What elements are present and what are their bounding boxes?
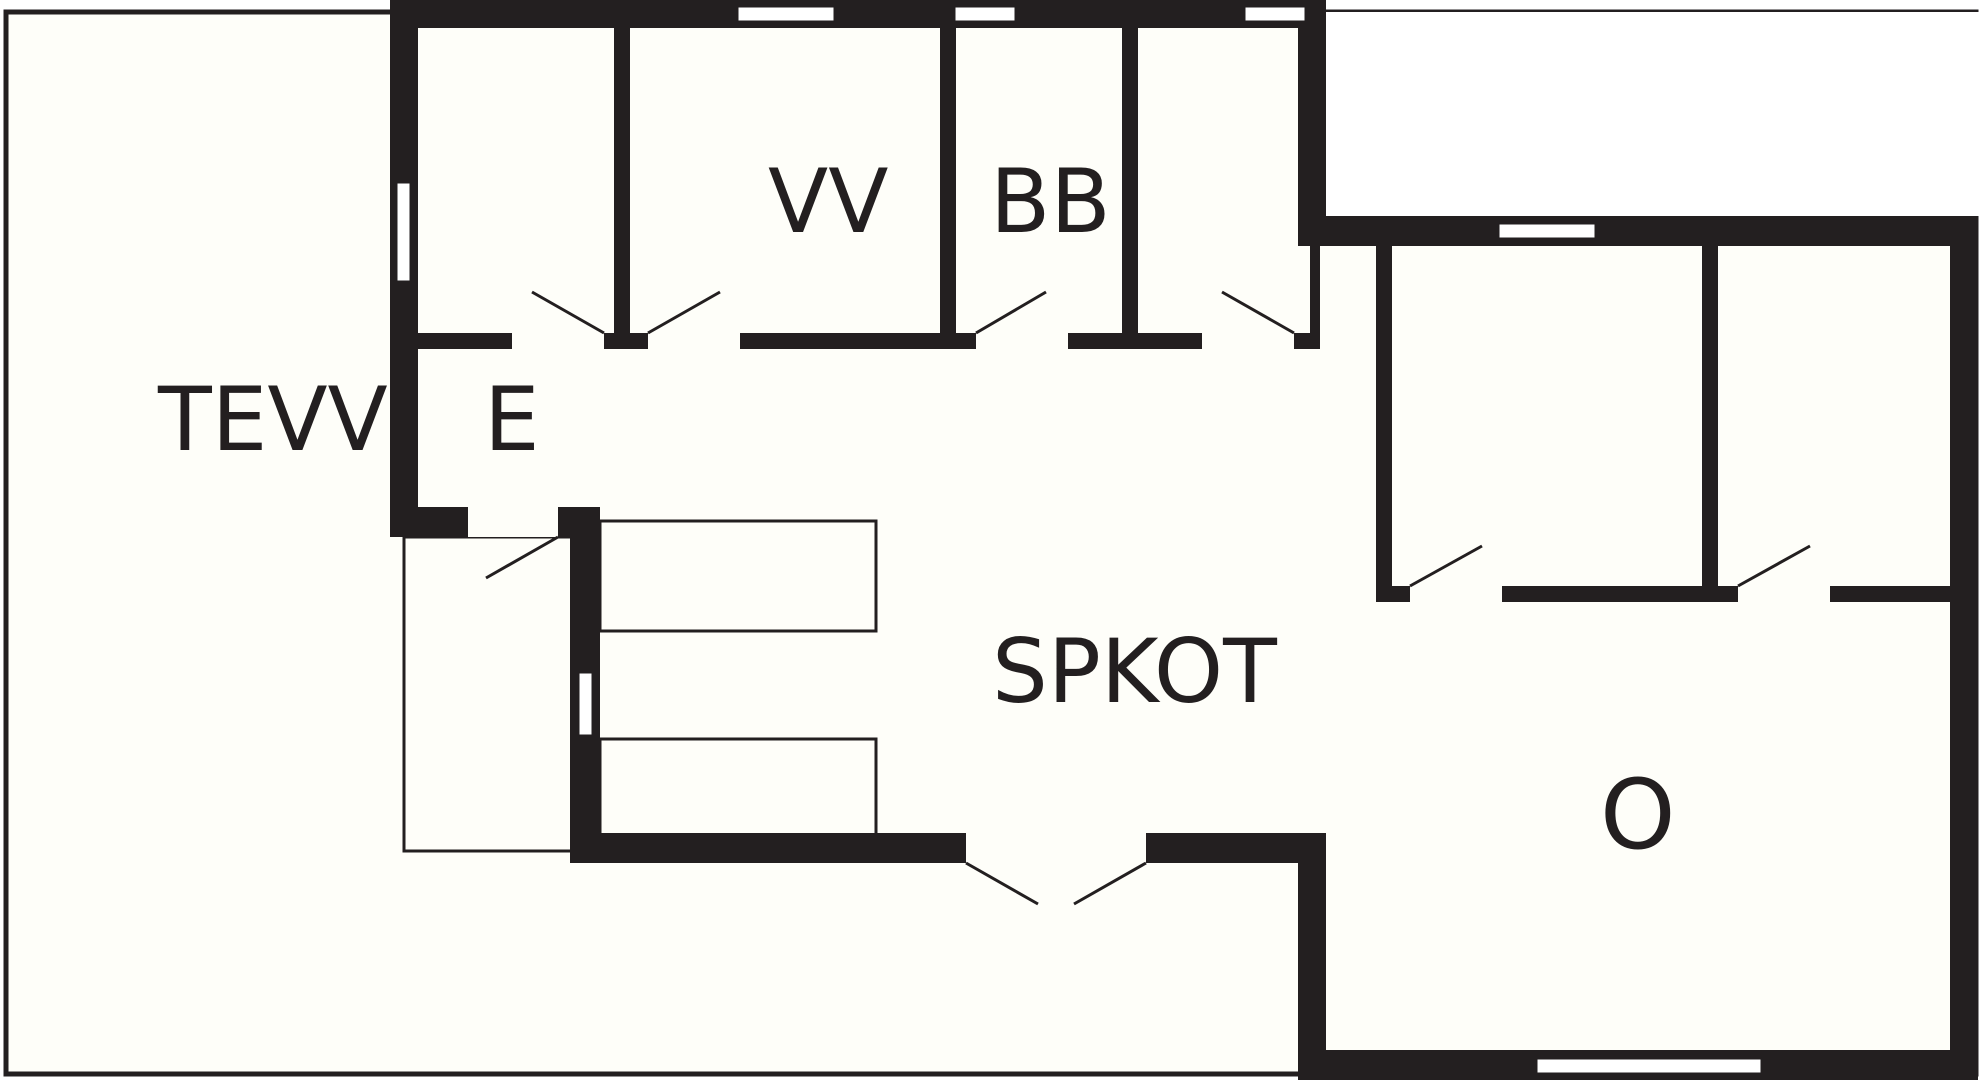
room-label-closet: VV <box>768 150 888 253</box>
floor-fill <box>390 0 1976 1056</box>
room-label-living: SPKOT <box>992 620 1278 723</box>
room-label-bathroom: BB <box>990 150 1111 253</box>
storage-units <box>402 519 878 853</box>
windows <box>394 4 1764 1076</box>
room-labels: TEVV E VV BB SPKOT O <box>157 150 1676 871</box>
room-label-entrance: E <box>484 368 540 471</box>
room-label-terrace: TEVV <box>157 368 388 471</box>
room-label-office: O <box>1600 759 1676 871</box>
walls <box>390 0 1978 1080</box>
door-swings <box>485 290 1811 906</box>
door-openings <box>468 333 1830 863</box>
